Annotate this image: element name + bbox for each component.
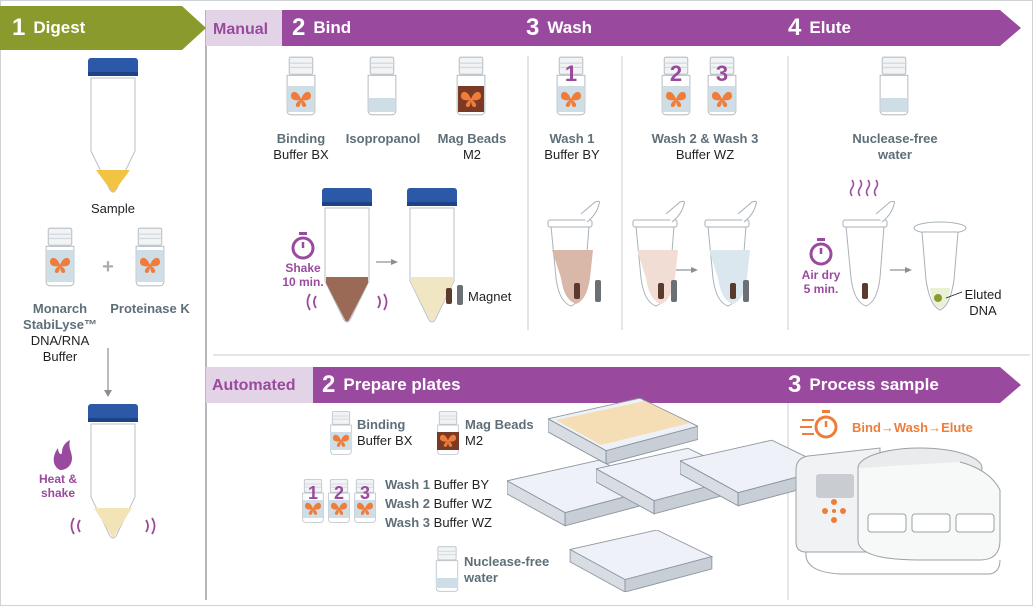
proteinase-vial — [135, 227, 165, 287]
isopropanol-label: Isopropanol — [345, 131, 421, 146]
magnet-label: Magnet — [468, 289, 512, 304]
mag-beads-vial — [456, 56, 486, 116]
auto-beads-vial — [437, 411, 459, 455]
bind-magnet-tube — [406, 187, 458, 323]
stabilyse-label: Monarch StabiLyse™ DNA/RNA Buffer — [23, 301, 97, 364]
binding-buffer-vial — [286, 56, 316, 116]
auto-wash3-vial — [354, 479, 376, 523]
auto-wash1-number: 1 — [307, 483, 318, 503]
plus-sign: + — [102, 256, 114, 278]
wash3-vial — [707, 56, 737, 116]
proteinase-label: Proteinase K — [110, 301, 190, 316]
automated-tag: Automated — [212, 377, 296, 394]
bind-timer-icon — [291, 232, 315, 260]
auto-wash2-vial — [328, 479, 350, 523]
heat-shake-label: Heat &shake — [38, 472, 77, 500]
manual-tag-bg — [206, 10, 282, 46]
automated-tag-bg — [206, 367, 313, 403]
magnet-icon — [457, 285, 463, 305]
auto-wash-list: Wash 1 Buffer BY Wash 2 Buffer WZ Wash 3… — [385, 477, 492, 530]
bind-wash-elute-label: Bind→Wash→Elute — [852, 420, 973, 435]
sample-label: Sample — [90, 201, 136, 216]
auto-binding-vial — [330, 411, 352, 455]
isopropanol-vial — [367, 56, 397, 116]
wash2-number: 2 — [669, 61, 683, 86]
stabilyse-vial — [45, 227, 75, 287]
heat-shake-tube — [70, 403, 156, 539]
automated-arrow — [313, 367, 1021, 403]
wash1-number: 1 — [564, 61, 578, 86]
auto-wash3-number: 3 — [359, 483, 370, 503]
wash3-number: 3 — [715, 61, 729, 86]
wash2-tube — [632, 200, 685, 307]
flame-icon — [53, 440, 72, 470]
wash2-vial — [661, 56, 691, 116]
digest-arrow — [0, 6, 206, 50]
manual-tag: Manual — [213, 21, 269, 38]
manual-arrow — [282, 10, 1021, 46]
plate-elution — [569, 530, 713, 592]
wash1-vial — [556, 56, 586, 116]
bind-shake-tube — [306, 187, 388, 323]
eluted-dna-tube — [913, 221, 967, 311]
auto-wash2-number: 2 — [333, 483, 344, 503]
process-timer-icon — [800, 410, 838, 439]
air-dry-tube — [842, 179, 895, 307]
sample-tube — [87, 57, 139, 193]
auto-water-vial — [435, 546, 459, 592]
wash1-tube — [547, 200, 601, 307]
air-dry-timer-icon — [809, 238, 833, 266]
plate-binding — [548, 398, 698, 464]
auto-wash1-vial — [302, 479, 324, 523]
instrument — [795, 447, 1001, 575]
nuclease-free-water-vial — [879, 56, 909, 116]
wash3-tube — [704, 200, 757, 307]
